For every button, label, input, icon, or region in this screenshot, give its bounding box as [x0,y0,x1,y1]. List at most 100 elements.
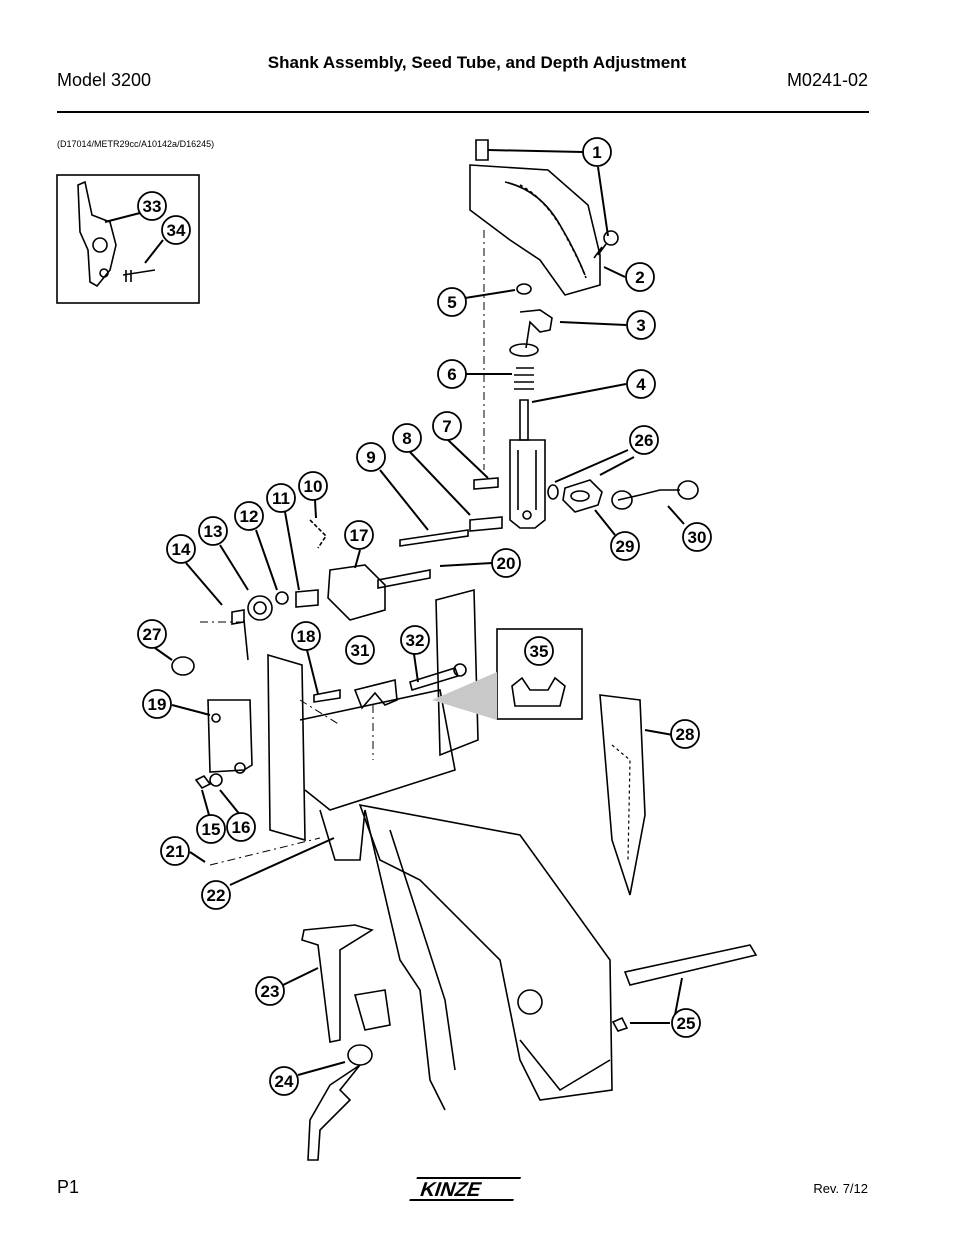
callout-label: 17 [350,526,369,545]
callout-circle [198,516,228,546]
callout-label: 33 [143,197,162,216]
callout-6: 6 [437,359,467,389]
callout-17: 17 [344,520,374,550]
callout-label: 3 [636,316,645,335]
callout-label: 35 [530,642,549,661]
callout-5: 5 [437,287,467,317]
callout-label: 27 [143,625,162,644]
callout-label: 8 [402,429,411,448]
callout-circle [437,359,467,389]
callout-33: 33 [137,191,167,221]
callout-label: 15 [202,820,221,839]
callout-4: 4 [626,369,656,399]
callout-label: 2 [635,268,644,287]
callout-3: 3 [626,310,656,340]
callout-circle [400,625,430,655]
callout-11: 11 [266,483,296,513]
header-rule [57,111,869,113]
callout-label: 13 [204,522,223,541]
callout-circle [291,621,321,651]
callout-label: 19 [148,695,167,714]
callout-label: 6 [447,365,456,384]
callout-circle [432,411,462,441]
callout-label: 30 [688,528,707,547]
callout-circle [255,976,285,1006]
callout-34: 34 [161,215,191,245]
callout-circle [234,501,264,531]
callout-label: 29 [616,537,635,556]
callout-circle [682,522,712,552]
callout-30: 30 [682,522,712,552]
callout-label: 22 [207,886,226,905]
callout-label: 5 [447,293,456,312]
callout-circle [344,520,374,550]
callout-22: 22 [201,880,231,910]
callout-31: 31 [345,635,375,665]
callout-circle [160,836,190,866]
callout-label: 32 [406,631,425,650]
callout-8: 8 [392,423,422,453]
callout-10: 10 [298,471,328,501]
callout-circle [142,689,172,719]
callout-26: 26 [629,425,659,455]
callout-circle [269,1066,299,1096]
callout-label: 12 [240,507,259,526]
callout-15: 15 [196,814,226,844]
callout-label: 11 [272,489,290,508]
callout-circle [166,534,196,564]
callout-27: 27 [137,619,167,649]
callout-circle [524,636,554,666]
callout-circle [201,880,231,910]
callout-9: 9 [356,442,386,472]
callout-circle [226,812,256,842]
callout-7: 7 [432,411,462,441]
callout-label: 16 [232,818,251,837]
inset-box-33-34 [56,174,200,304]
callout-label: 9 [366,448,375,467]
model-label: Model 3200 [57,70,152,90]
callout-label: 24 [275,1072,294,1091]
callout-circle [610,531,640,561]
callout-16: 16 [226,812,256,842]
callout-29: 29 [610,531,640,561]
callout-circle [671,1008,701,1038]
callout-circle [626,369,656,399]
callout-circle [629,425,659,455]
callout-circle [345,635,375,665]
callout-label: 26 [635,431,654,450]
callout-circle [356,442,386,472]
callout-24: 24 [269,1066,299,1096]
callout-2: 2 [625,262,655,292]
callout-label: 1 [592,143,601,162]
callout-21: 21 [160,836,190,866]
callout-circle [137,191,167,221]
callout-circle [137,619,167,649]
callout-label: 28 [676,725,695,744]
callout-label: 4 [636,375,646,394]
document-number: M0241-02 [786,70,868,90]
callout-23: 23 [255,976,285,1006]
callout-1: 1 [582,137,612,167]
callout-label: 20 [497,554,516,573]
callout-18: 18 [291,621,321,651]
callout-25: 25 [671,1008,701,1038]
callout-label: 21 [166,842,185,861]
callout-circle [298,471,328,501]
callout-circle [196,814,226,844]
callout-circle [626,310,656,340]
callout-20: 20 [491,548,521,578]
reference-codes: (D17014/METR29cc/A10142a/D16245) [57,139,215,149]
callout-circle [625,262,655,292]
logo-wordmark: KINZE [417,1178,484,1200]
callout-label: 7 [442,417,451,436]
callout-19: 19 [142,689,172,719]
kinze-logo: KINZE [409,1177,522,1201]
page-number: P1 [57,1177,80,1197]
callout-35: 35 [524,636,554,666]
callout-13: 13 [198,516,228,546]
callout-14: 14 [166,534,196,564]
callout-label: 18 [297,627,316,646]
callout-label: 10 [304,477,323,496]
callout-label: 25 [677,1014,696,1033]
